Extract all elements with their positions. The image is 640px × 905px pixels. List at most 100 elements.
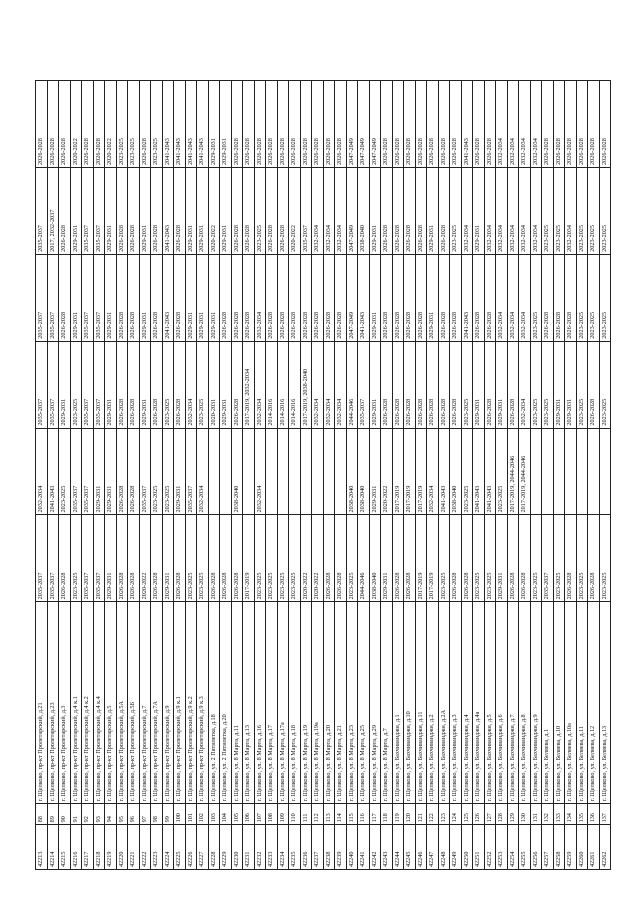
- cell-period-1: 2029-2031: [104, 514, 116, 602]
- cell-period-1: 2020-2022: [311, 514, 323, 602]
- cell-period-6: 2032-2034: [518, 80, 530, 168]
- cell-address: г. Щелково, ул. Бахчиванджи, д.4а: [472, 601, 484, 804]
- cell-period-5: 2023-2025: [254, 167, 266, 255]
- cell-house-code: 42238: [323, 824, 335, 870]
- cell-period-4: 2041-2043: [461, 254, 473, 342]
- cell-period-1: 2026-2028: [127, 514, 139, 602]
- cell-period-2: [576, 428, 588, 515]
- cell-period-6: 2047-2049: [346, 80, 358, 168]
- cell-period-4: 2032-2034: [254, 254, 266, 342]
- cell-period-3: 2026-2028: [127, 341, 139, 429]
- cell-period-1: 2035-2037: [47, 514, 59, 602]
- cell-period-6: 2026-2028: [139, 80, 151, 168]
- cell-period-4: 2035-2037: [47, 254, 59, 342]
- cell-house-code: 42246: [415, 824, 427, 870]
- cell-house-code: 42220: [116, 824, 128, 870]
- cell-period-4: 2041-2043: [357, 254, 369, 342]
- cell-period-6: 2026-2028: [81, 80, 93, 168]
- cell-house-code: 42224: [162, 824, 174, 870]
- cell-period-5: 2023-2025: [449, 167, 461, 255]
- cell-period-4: 2026-2028: [380, 254, 392, 342]
- cell-period-1: 2026-2028: [449, 514, 461, 602]
- cell-period-3: 2032-2034: [323, 341, 335, 429]
- cell-period-2: [530, 428, 542, 515]
- cell-period-4: 2023-2025: [576, 254, 588, 342]
- cell-period-5: 2026-2028: [438, 167, 450, 255]
- cell-house-code: 42261: [587, 824, 599, 870]
- cell-period-2: 2035-2037: [70, 428, 82, 515]
- cell-house-code: 42218: [93, 824, 105, 870]
- cell-period-3: 2035-2037: [81, 341, 93, 429]
- cell-house-code: 42262: [599, 824, 611, 870]
- cell-house-code: 42255: [518, 824, 530, 870]
- cell-address: г. Щелково, ул. 8 Марта, д.29: [369, 601, 381, 804]
- cell-address: г. Щелково, ул. Беляева, д.1: [541, 601, 553, 804]
- cell-address: г. Щелково, пр-кт Пролетарский, д.9 к.3: [196, 601, 208, 804]
- cell-period-6: 2026-2028: [403, 80, 415, 168]
- cell-period-6: 2026-2028: [426, 80, 438, 168]
- cell-row-number: 110: [288, 803, 300, 825]
- cell-period-2: 2023-2025: [162, 428, 174, 515]
- cell-period-1: 2026-2028: [150, 514, 162, 602]
- cell-period-4: 2026-2028: [150, 254, 162, 342]
- cell-period-3: 2023-2025: [576, 341, 588, 429]
- cell-row-number: 95: [116, 803, 128, 825]
- cell-row-number: 112: [311, 803, 323, 825]
- cell-period-3: 2023-2025: [599, 341, 611, 429]
- cell-period-4: 2026-2028: [311, 254, 323, 342]
- cell-period-2: [599, 428, 611, 515]
- cell-period-1: 2035-2037: [93, 514, 105, 602]
- cell-period-5: 2035-2037: [93, 167, 105, 255]
- cell-period-2: 2041-2043: [472, 428, 484, 515]
- cell-period-4: 2026-2028: [173, 254, 185, 342]
- cell-period-2: 2020-2022: [380, 428, 392, 515]
- cell-period-5: 2041-2043: [162, 167, 174, 255]
- cell-period-5: 2029-2031: [219, 167, 231, 255]
- cell-period-3: 2020-2031: [208, 341, 220, 429]
- cell-address: г. Щелково, пр-кт Пролетарский, д.9 к.2: [185, 601, 197, 804]
- cell-row-number: 136: [587, 803, 599, 825]
- cell-period-5: 2020-2022: [208, 167, 220, 255]
- cell-period-5: 2035-2037: [35, 167, 47, 255]
- cell-house-code: 42227: [196, 824, 208, 870]
- cell-period-5: 2017, 2032-2037: [47, 167, 59, 255]
- cell-period-2: 2041-2043: [484, 428, 496, 515]
- cell-period-2: 2035-2037: [185, 428, 197, 515]
- cell-period-5: 2038-2040: [357, 167, 369, 255]
- cell-period-4: 2035-2037: [93, 254, 105, 342]
- cell-period-2: [208, 428, 220, 515]
- cell-period-4: 2026-2028: [438, 254, 450, 342]
- cell-period-4: 2026-2028: [219, 254, 231, 342]
- cell-period-5: 2029-2031: [185, 167, 197, 255]
- cell-period-2: [541, 428, 553, 515]
- cell-row-number: 107: [254, 803, 266, 825]
- cell-address: г. Щелково, ул. 8 Марта, д.16: [254, 601, 266, 804]
- cell-period-2: 2017-2019: [403, 428, 415, 515]
- cell-period-2: 2023-2025: [58, 428, 70, 515]
- cell-address: г. Щелково, ул. Бахчиванджи, д.4: [461, 601, 473, 804]
- cell-address: г. Щелково, ул. 8 Марта, д.11: [231, 601, 243, 804]
- cell-period-4: 2026-2028: [403, 254, 415, 342]
- cell-period-6: 2023-2025: [150, 80, 162, 168]
- cell-period-4: 2026-2028: [392, 254, 404, 342]
- cell-address: г. Щелково, ул. Бахчиванджи, д.9: [530, 601, 542, 804]
- cell-row-number: 133: [553, 803, 565, 825]
- cell-row-number: 129: [507, 803, 519, 825]
- cell-period-1: 2026-2028: [392, 514, 404, 602]
- cell-period-2: 2026-2028: [127, 428, 139, 515]
- cell-house-code: 42241: [357, 824, 369, 870]
- cell-period-4: 2029-2031: [139, 254, 151, 342]
- cell-row-number: 102: [196, 803, 208, 825]
- cell-period-3: 2029-2031: [369, 341, 381, 429]
- cell-address: г. Щелково, пр-кт Пролетарский, д.5А: [116, 601, 128, 804]
- cell-period-2: 2029-2031: [104, 428, 116, 515]
- cell-period-3: 2017-2019, 2032-2034: [242, 341, 254, 429]
